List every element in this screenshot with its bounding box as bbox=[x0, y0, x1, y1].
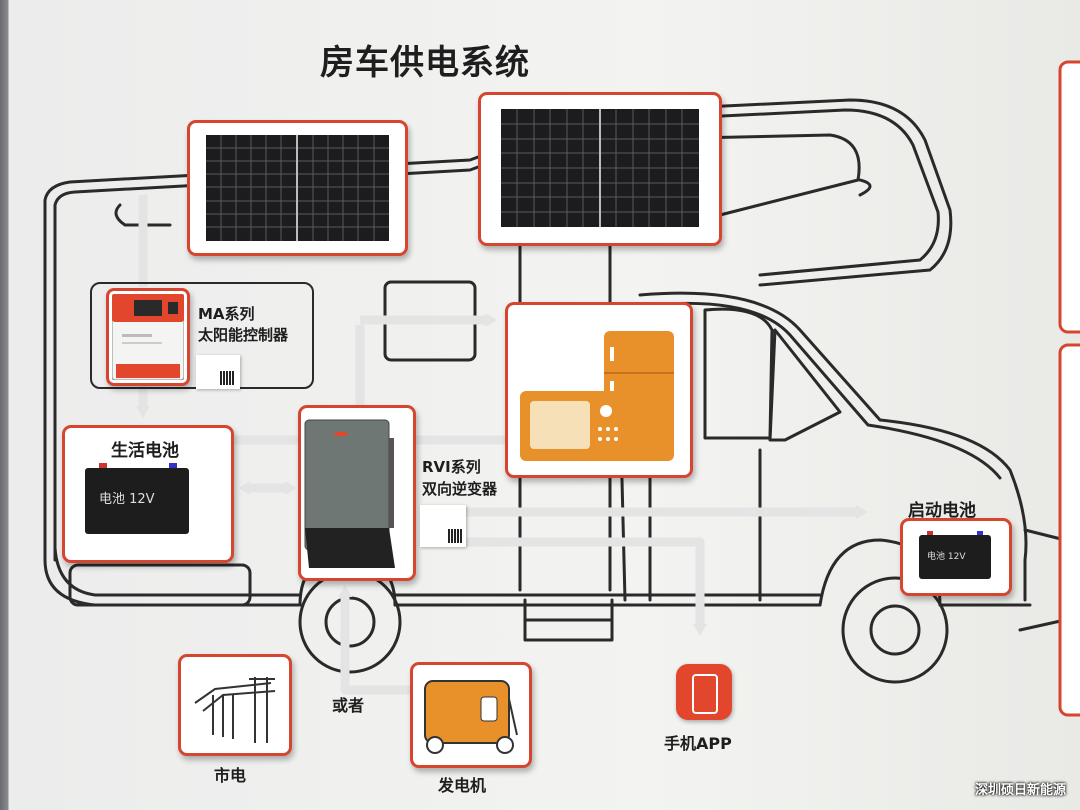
house-battery-label: 生活电池 bbox=[111, 441, 179, 461]
qr-code-icon bbox=[220, 371, 234, 385]
battery-terminal-negative bbox=[977, 531, 983, 535]
phone-app-tile bbox=[676, 664, 732, 720]
or-label: 或者 bbox=[332, 696, 365, 715]
solar-panel-card-right bbox=[478, 92, 722, 246]
start-battery-card: 电池 12V bbox=[900, 518, 1012, 596]
solar-panel-icon bbox=[206, 135, 389, 241]
battery-face-text: 电池 12V bbox=[99, 492, 155, 507]
controller-label-line2: 太阳能控制器 bbox=[198, 326, 289, 344]
page-title: 房车供电系统 bbox=[320, 43, 530, 83]
product-spec-card bbox=[420, 505, 466, 547]
power-pole-icon bbox=[194, 677, 276, 743]
house-battery-card: 生活电池 电池 12V bbox=[62, 425, 234, 563]
inverter-card bbox=[298, 405, 416, 581]
phone-app-label: 手机APP bbox=[664, 734, 732, 753]
grid-card bbox=[178, 654, 292, 756]
phone-icon bbox=[692, 674, 718, 714]
grid-label: 市电 bbox=[214, 766, 247, 785]
inverter-label-line1: RVI系列 bbox=[422, 458, 481, 476]
qr-code-icon bbox=[448, 529, 462, 543]
product-spec-card bbox=[196, 355, 240, 389]
generator-card bbox=[410, 662, 532, 768]
battery-face-text: 电池 12V bbox=[927, 552, 966, 562]
start-battery-label: 启动电池 bbox=[908, 501, 976, 521]
solar-controller-icon bbox=[112, 294, 184, 380]
controller-label-line1: MA系列 bbox=[198, 305, 255, 323]
appliances-card bbox=[505, 302, 693, 478]
solar-panel-card-left bbox=[187, 120, 408, 256]
appliance-icon bbox=[520, 331, 674, 461]
battery-terminal-positive bbox=[99, 463, 107, 468]
inverter-label-line2: 双向逆变器 bbox=[422, 480, 498, 498]
inverter-icon bbox=[304, 419, 395, 568]
controller-card bbox=[106, 288, 190, 386]
battery-icon: 电池 12V bbox=[85, 463, 189, 534]
watermark: 深圳硕日新能源 bbox=[974, 783, 1066, 798]
battery-terminal-negative bbox=[169, 463, 177, 468]
generator-label: 发电机 bbox=[438, 776, 487, 795]
generator-icon bbox=[424, 680, 518, 754]
battery-terminal-positive bbox=[927, 531, 933, 535]
battery-icon: 电池 12V bbox=[919, 531, 991, 579]
solar-panel-icon bbox=[501, 109, 699, 227]
